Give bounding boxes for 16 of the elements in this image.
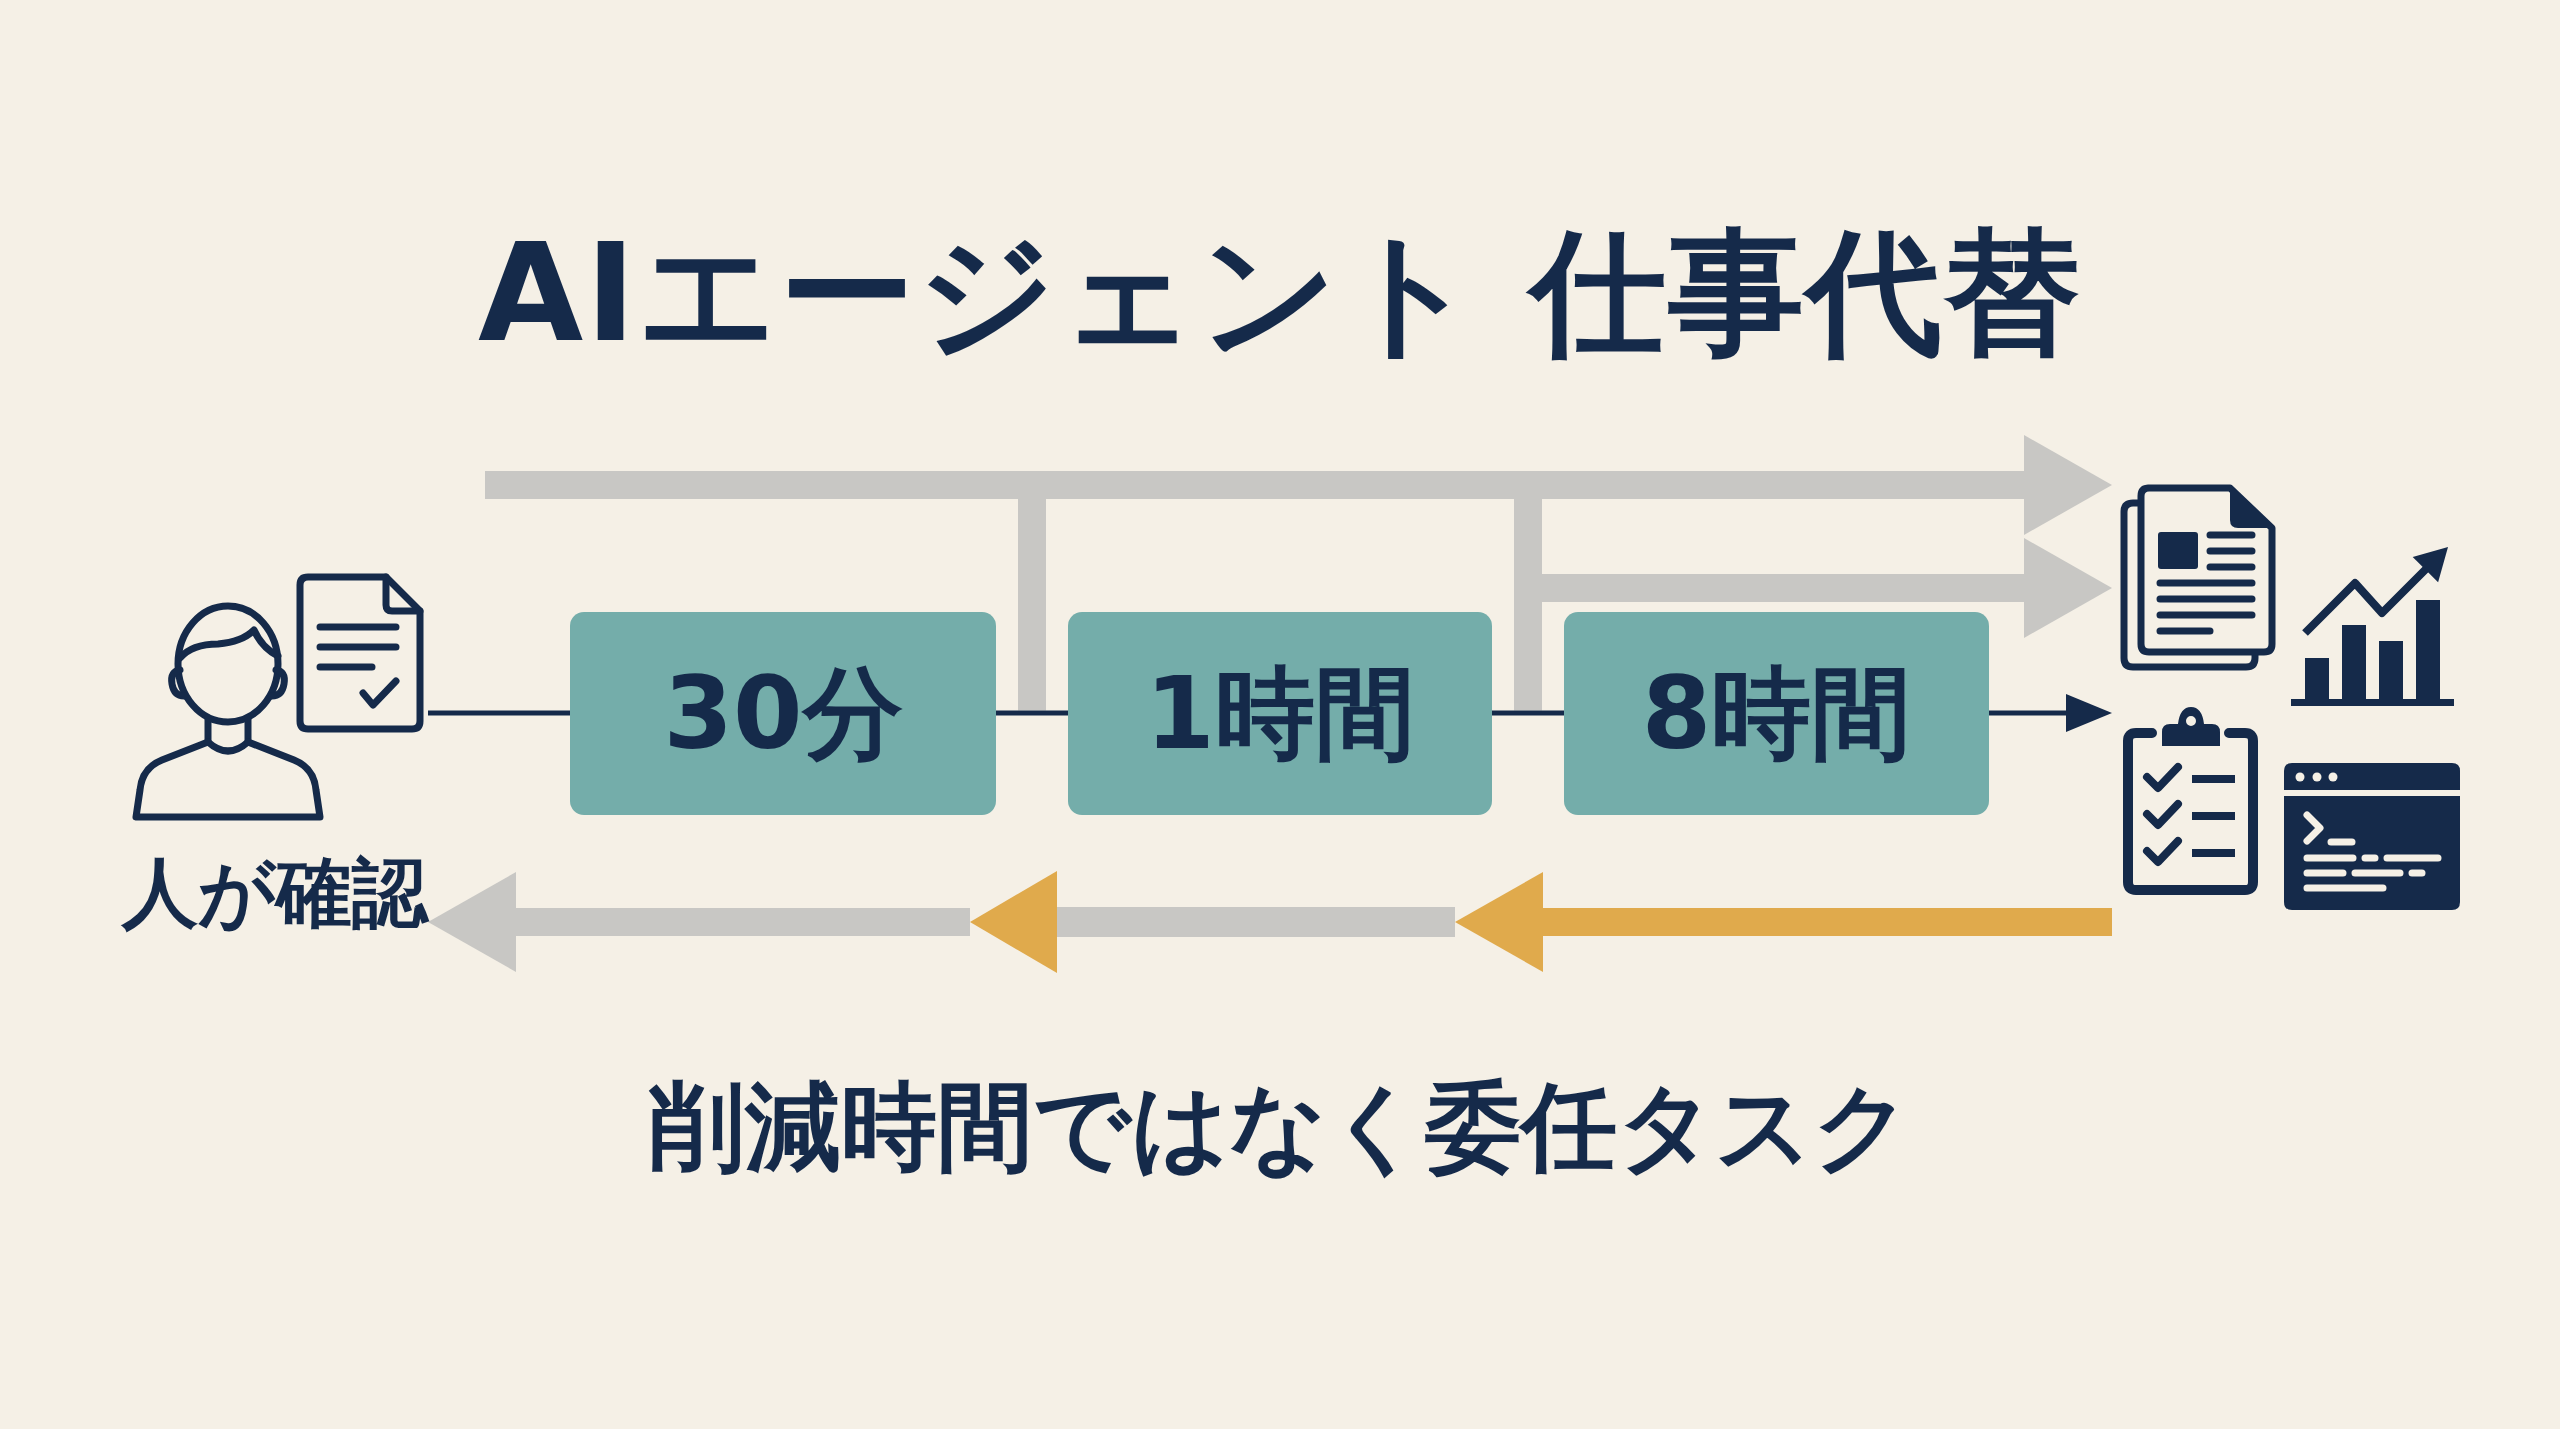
arrow [1455,872,2112,972]
arrow [428,872,970,972]
connector-line [1492,710,1564,716]
connector-line [996,710,1068,716]
connector-line [1046,471,1514,499]
connector-line [1018,471,1046,711]
caption: 削減時間ではなく委任タスク [649,1070,1911,1185]
process-box: 1時間 [1068,612,1492,815]
arrow [1542,538,2112,638]
connector-line [428,710,570,716]
node-label: 人が確認 [122,850,428,936]
connector-line [485,471,1018,499]
title: AIエージェント 仕事代替 [477,213,2083,374]
arrow [1989,694,2112,732]
process-box: 8時間 [1564,612,1989,815]
process-box: 30分 [570,612,996,815]
